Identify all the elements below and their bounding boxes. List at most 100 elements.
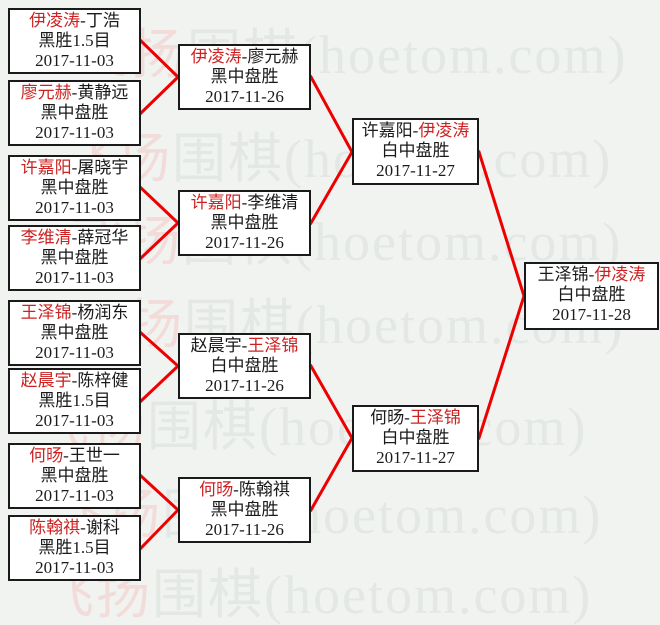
tournament-bracket: { "separator": "-", "watermark": { "red_… xyxy=(8,8,659,622)
match-box-r1-1: 伊凌涛-丁浩 黑胜1.5目 2017-11-03 xyxy=(8,8,141,74)
match-date: 2017-11-28 xyxy=(552,305,631,324)
player2-name: 薛冠华 xyxy=(77,228,129,247)
connector-lines xyxy=(138,38,526,551)
players-separator: - xyxy=(233,480,239,499)
player1-name: 王泽锦 xyxy=(20,303,72,322)
match-players: 赵晨宇-王泽锦 xyxy=(180,336,309,356)
match-players: 王泽锦-伊凌涛 xyxy=(526,265,657,285)
match-box-r2-4: 何旸-陈翰祺 黑中盘胜 2017-11-26 xyxy=(178,477,311,543)
match-date: 2017-11-03 xyxy=(35,198,114,217)
match-date: 2017-11-26 xyxy=(205,520,284,539)
match-result: 白中盘胜 xyxy=(210,356,279,375)
player1-name: 伊凌涛 xyxy=(190,47,242,66)
player1-name: 许嘉阳 xyxy=(190,193,242,212)
match-result: 黑中盘胜 xyxy=(40,466,109,485)
match-date: 2017-11-03 xyxy=(35,411,114,430)
match-date: 2017-11-26 xyxy=(205,376,284,395)
match-box-sf-1: 许嘉阳-伊凌涛 白中盘胜 2017-11-27 xyxy=(352,118,479,185)
match-players: 何旸-陈翰祺 xyxy=(180,480,309,500)
player2-name: 陈翰祺 xyxy=(238,480,290,499)
match-box-final: 王泽锦-伊凌涛 白中盘胜 2017-11-28 xyxy=(524,262,659,330)
match-box-r2-1: 伊凌涛-廖元赫 黑中盘胜 2017-11-26 xyxy=(178,44,311,110)
match-result: 白中盘胜 xyxy=(381,141,450,160)
match-players: 伊凌涛-廖元赫 xyxy=(180,47,309,67)
match-box-r2-2: 许嘉阳-李维清 黑中盘胜 2017-11-26 xyxy=(178,190,311,256)
match-box-r1-2: 廖元赫-黄静远 黑中盘胜 2017-11-03 xyxy=(8,80,141,146)
match-date: 2017-11-27 xyxy=(376,161,455,180)
player1-name: 许嘉阳 xyxy=(20,158,72,177)
match-players: 王泽锦-杨润东 xyxy=(10,303,139,323)
player2-name: 黄静远 xyxy=(77,83,129,102)
match-result: 黑胜1.5目 xyxy=(38,538,111,557)
match-date: 2017-11-27 xyxy=(376,448,455,467)
players-separator: - xyxy=(412,121,419,140)
player1-name: 何旸 xyxy=(29,446,64,465)
match-result: 黑中盘胜 xyxy=(210,213,279,232)
player2-name: 伊凌涛 xyxy=(418,121,470,140)
match-players: 许嘉阳-李维清 xyxy=(180,193,309,213)
match-date: 2017-11-26 xyxy=(205,233,284,252)
players-separator: - xyxy=(241,47,248,66)
match-box-sf-2: 何旸-王泽锦 白中盘胜 2017-11-27 xyxy=(352,405,479,472)
match-box-r1-6: 赵晨宇-陈梓健 黑胜1.5目 2017-11-03 xyxy=(8,368,141,434)
players-separator: - xyxy=(71,228,78,247)
match-date: 2017-11-03 xyxy=(35,123,114,142)
match-result: 白中盘胜 xyxy=(381,428,450,447)
player2-name: 陈梓健 xyxy=(77,371,129,390)
match-players: 陈翰祺-谢科 xyxy=(10,518,139,538)
match-date: 2017-11-03 xyxy=(35,486,114,505)
match-box-r1-5: 王泽锦-杨润东 黑中盘胜 2017-11-03 xyxy=(8,300,141,366)
player2-name: 王泽锦 xyxy=(409,408,461,427)
players-separator: - xyxy=(71,303,78,322)
match-players: 李维清-薛冠华 xyxy=(10,228,139,248)
match-players: 廖元赫-黄静远 xyxy=(10,83,139,103)
players-separator: - xyxy=(71,158,78,177)
bracket-connectors xyxy=(138,38,526,551)
player2-name: 杨润东 xyxy=(77,303,129,322)
match-result: 黑中盘胜 xyxy=(210,500,279,519)
match-result: 白中盘胜 xyxy=(557,285,626,304)
player2-name: 伊凌涛 xyxy=(594,265,646,284)
players-separator: - xyxy=(80,518,86,537)
player2-name: 丁浩 xyxy=(85,11,120,30)
player1-name: 王泽锦 xyxy=(537,265,589,284)
players-separator: - xyxy=(588,265,595,284)
match-box-r1-4: 李维清-薛冠华 黑中盘胜 2017-11-03 xyxy=(8,225,141,291)
match-date: 2017-11-26 xyxy=(205,87,284,106)
match-players: 伊凌涛-丁浩 xyxy=(10,11,139,31)
match-box-r1-7: 何旸-王世一 黑中盘胜 2017-11-03 xyxy=(8,443,141,509)
player1-name: 廖元赫 xyxy=(20,83,72,102)
player2-name: 屠晓宇 xyxy=(77,158,129,177)
match-date: 2017-11-03 xyxy=(35,343,114,362)
players-separator: - xyxy=(80,11,86,30)
match-result: 黑胜1.5目 xyxy=(38,391,111,410)
match-result: 黑中盘胜 xyxy=(40,248,109,267)
match-players: 何旸-王世一 xyxy=(10,446,139,466)
player1-name: 许嘉阳 xyxy=(361,121,413,140)
match-date: 2017-11-03 xyxy=(35,558,114,577)
match-date: 2017-11-03 xyxy=(35,51,114,70)
match-result: 黑中盘胜 xyxy=(40,178,109,197)
player2-name: 李维清 xyxy=(247,193,299,212)
match-players: 何旸-王泽锦 xyxy=(354,408,477,428)
player2-name: 廖元赫 xyxy=(247,47,299,66)
player1-name: 何旸 xyxy=(199,480,234,499)
players-separator: - xyxy=(71,83,78,102)
player2-name: 王泽锦 xyxy=(247,336,299,355)
player1-name: 赵晨宇 xyxy=(190,336,242,355)
match-date: 2017-11-03 xyxy=(35,268,114,287)
match-box-r1-3: 许嘉阳-屠晓宇 黑中盘胜 2017-11-03 xyxy=(8,155,141,221)
player1-name: 伊凌涛 xyxy=(29,11,81,30)
match-result: 黑中盘胜 xyxy=(40,323,109,342)
player2-name: 王世一 xyxy=(68,446,120,465)
match-result: 黑中盘胜 xyxy=(40,103,109,122)
player1-name: 赵晨宇 xyxy=(20,371,72,390)
player1-name: 何旸 xyxy=(370,408,405,427)
match-players: 赵晨宇-陈梓健 xyxy=(10,371,139,391)
players-separator: - xyxy=(404,408,410,427)
player1-name: 陈翰祺 xyxy=(29,518,81,537)
players-separator: - xyxy=(241,193,248,212)
match-result: 黑胜1.5目 xyxy=(38,31,111,50)
players-separator: - xyxy=(241,336,248,355)
match-box-r2-3: 赵晨宇-王泽锦 白中盘胜 2017-11-26 xyxy=(178,333,311,399)
